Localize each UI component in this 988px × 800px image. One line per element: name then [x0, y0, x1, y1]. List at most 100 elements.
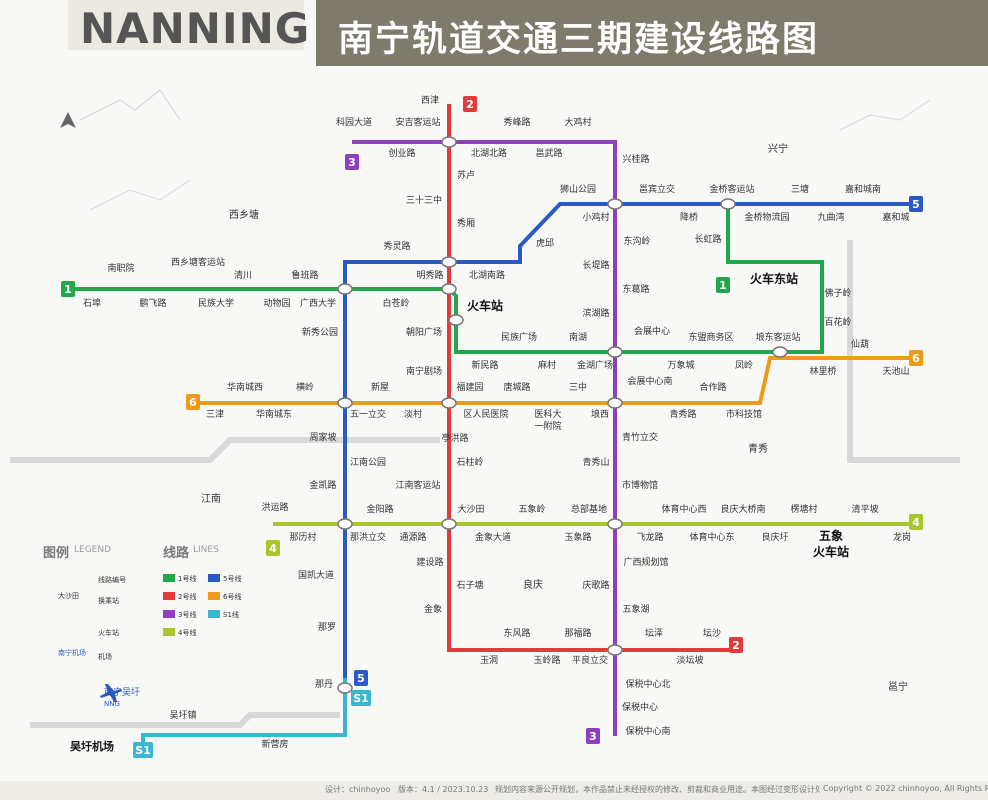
- station-label: 虎邱: [536, 237, 554, 249]
- station-label: 大沙田: [457, 503, 484, 515]
- footer-notice: 规划内容来源公开规划，本作品禁止未经授权的修改、剪裁和商业用途。本图经过变形设计…: [495, 785, 820, 794]
- station-label: 平良立交: [572, 654, 608, 666]
- legend-title-en: LEGEND: [74, 545, 112, 555]
- legend-item-transfer: 换乘站: [98, 597, 119, 605]
- station-label: 飞龙路: [636, 531, 663, 543]
- station-label: 苏卢: [457, 169, 475, 181]
- station-label: 西乡塘: [229, 208, 259, 221]
- line-3: [352, 140, 617, 736]
- station-label: 清平坡: [851, 503, 878, 515]
- svg-text:1: 1: [64, 283, 72, 296]
- station-label: 火车东站: [750, 271, 798, 286]
- station-label: 埌东客运站: [755, 331, 800, 343]
- svg-text:S1: S1: [353, 692, 369, 705]
- station-label: 五象岭: [518, 503, 545, 515]
- station-label: 庆歌路: [582, 579, 609, 591]
- station-label: 保税中心北: [625, 678, 670, 690]
- station-label: 东风路: [503, 627, 530, 639]
- station-label: 三津: [206, 409, 224, 420]
- airplane-icon: [100, 684, 122, 702]
- station-label: 白苍岭: [382, 297, 409, 309]
- station-label: 青秀山: [582, 456, 609, 468]
- station-label: 长堤路: [582, 259, 609, 271]
- station-label: 横岭: [296, 381, 314, 393]
- station-label: 华南城西: [227, 381, 263, 393]
- station-label: 体育中心东: [689, 531, 734, 543]
- legend-swatch-line-s1: [208, 610, 220, 618]
- station-label: 楞塘村: [790, 503, 817, 515]
- station-label: 百花岭: [824, 316, 851, 328]
- line-badge: 2: [463, 96, 477, 112]
- station-label: 石埠: [83, 297, 101, 309]
- legend-item-line-number: 线路编号: [98, 576, 126, 584]
- svg-text:5: 5: [912, 198, 920, 211]
- station-label: 鹏飞路: [139, 297, 166, 309]
- station-label: 金湖广场: [577, 359, 613, 371]
- city-title: NANNING: [68, 0, 309, 53]
- station-labels: 西津科园大道安吉客运站秀峰路大鸡村创业路北湖北路邕武路兴桂路苏卢狮山公园邕宾立交…: [70, 95, 911, 753]
- station-label: 唐城路: [503, 381, 530, 393]
- station-label: 滨湖路: [582, 307, 609, 319]
- station-label: 广西规划馆: [623, 556, 668, 568]
- legend-line-2: 2号线: [178, 593, 197, 601]
- legend-line-5: 5号线: [223, 575, 242, 583]
- footer-design: 设计：chinhoyoo: [325, 785, 391, 794]
- station-label: 金凯路: [309, 479, 336, 491]
- station-label: 广西大学: [300, 297, 336, 309]
- station-label: 创业路: [388, 147, 415, 159]
- line-badge: 2: [729, 637, 743, 653]
- station-label: 华南城东: [256, 408, 292, 420]
- station-label: 民族大学: [198, 297, 234, 309]
- lines-title-en: LINES: [193, 545, 219, 555]
- station-label: 小鸡村: [582, 211, 609, 223]
- station-label: 佛子岭: [824, 287, 851, 299]
- station-label: 三中: [569, 381, 587, 393]
- station-label: 新民路: [471, 359, 498, 371]
- station-label: 九曲湾: [817, 211, 844, 223]
- station-label: 明秀路: [416, 269, 443, 281]
- station-label: 科园大道: [336, 116, 372, 128]
- station-label: 福建园: [456, 381, 483, 393]
- station-label: 兴宁: [768, 142, 788, 155]
- station-label: 五象湖: [622, 603, 649, 615]
- line-badge: 1: [716, 277, 730, 293]
- svg-text:4: 4: [912, 516, 920, 529]
- map-title-text: 南宁轨道交通三期建设线路图: [338, 20, 820, 60]
- station-label: 大鸡村: [564, 116, 591, 128]
- station-label: 降桥: [680, 211, 698, 223]
- station-label: 青秀路: [669, 408, 696, 420]
- station-label: 新秀公园: [302, 326, 338, 338]
- airport-label: 南宁吴圩 NNG: [104, 688, 140, 710]
- line-badge: 3: [586, 728, 600, 744]
- legend-swatch-line-6: [208, 592, 220, 600]
- footer: 设计：chinhoyoo 版本：4.1 / 2023.10.23 规划内容来源公…: [0, 781, 988, 800]
- station-label: 一附院: [534, 420, 561, 432]
- svg-text:1: 1: [719, 279, 727, 292]
- svg-text:S1: S1: [135, 744, 151, 757]
- station-label: 民族广场: [501, 331, 537, 343]
- line-badge: S1: [133, 742, 153, 758]
- station-label: 保税中心: [622, 701, 658, 713]
- station-label: 麻村: [538, 359, 556, 371]
- legend-title: 图例: [43, 546, 70, 561]
- legend-transfer-sample: 大沙田: [58, 592, 79, 600]
- station-label: 亭洪路: [441, 432, 468, 444]
- station-label: 洪运路: [261, 501, 288, 513]
- station-label: 玉洞: [480, 655, 498, 666]
- legend-line-6: 6号线: [223, 593, 242, 601]
- station-label: 龙岗: [893, 531, 911, 543]
- station-label: 江南公园: [350, 456, 386, 468]
- legend-swatch-line-3: [163, 610, 175, 618]
- station-label: 秀峰路: [503, 116, 530, 128]
- station-label: 医科大: [534, 408, 561, 420]
- station-label: 通源路: [399, 531, 426, 543]
- line-badge: 3: [345, 154, 359, 170]
- station-label: 会展中心南: [627, 375, 672, 387]
- station-label: 良庆: [523, 578, 543, 591]
- station-label: 火车站: [467, 298, 503, 313]
- station-label: 西乡塘客运站: [171, 256, 225, 268]
- station-label: 嘉和城南: [845, 183, 881, 195]
- line-badge: 6: [186, 394, 200, 410]
- station-label: 市博物馆: [622, 479, 658, 491]
